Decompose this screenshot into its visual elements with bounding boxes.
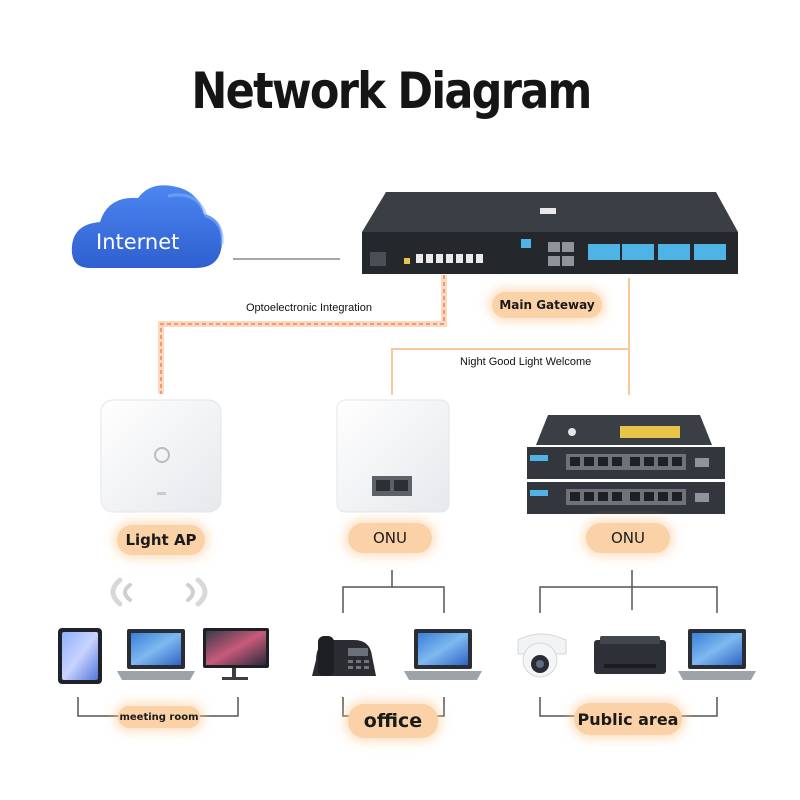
phone-icon [58,628,102,684]
internet-label: Internet [96,230,180,254]
monitor-icon [203,628,269,680]
light-ap-badge: Light AP [117,525,205,555]
onu-switch-icon [527,415,725,514]
cloud-icon [71,185,224,268]
onu-office-badge: ONU [348,523,432,553]
office-tree [342,570,445,613]
laptop-icon [117,629,195,680]
page-title: Network Diagram [191,62,592,120]
gateway-icon [362,192,738,274]
dial-phone-icon [312,636,376,676]
public-area-badge: Public area [574,703,682,735]
wifi-icon [110,577,208,607]
fiber-link [160,275,445,394]
onu-public-badge: ONU [586,523,670,553]
laptop-icon [404,629,482,680]
fiber-link-glow [158,275,447,394]
camera-icon [517,633,567,678]
night-label: Night Good Light Welcome [460,356,592,368]
office-badge: office [348,704,438,738]
onu-panel-icon [336,399,450,513]
light-ap-icon [100,399,222,513]
gateway-badge: Main Gateway [492,292,602,318]
printer-icon [594,636,666,674]
meeting-room-badge: meeting room [118,706,200,728]
laptop-icon [678,629,756,680]
optoelectronic-label: Optoelectronic Integration [246,302,372,314]
public-tree [539,570,718,613]
night-link [391,348,629,395]
